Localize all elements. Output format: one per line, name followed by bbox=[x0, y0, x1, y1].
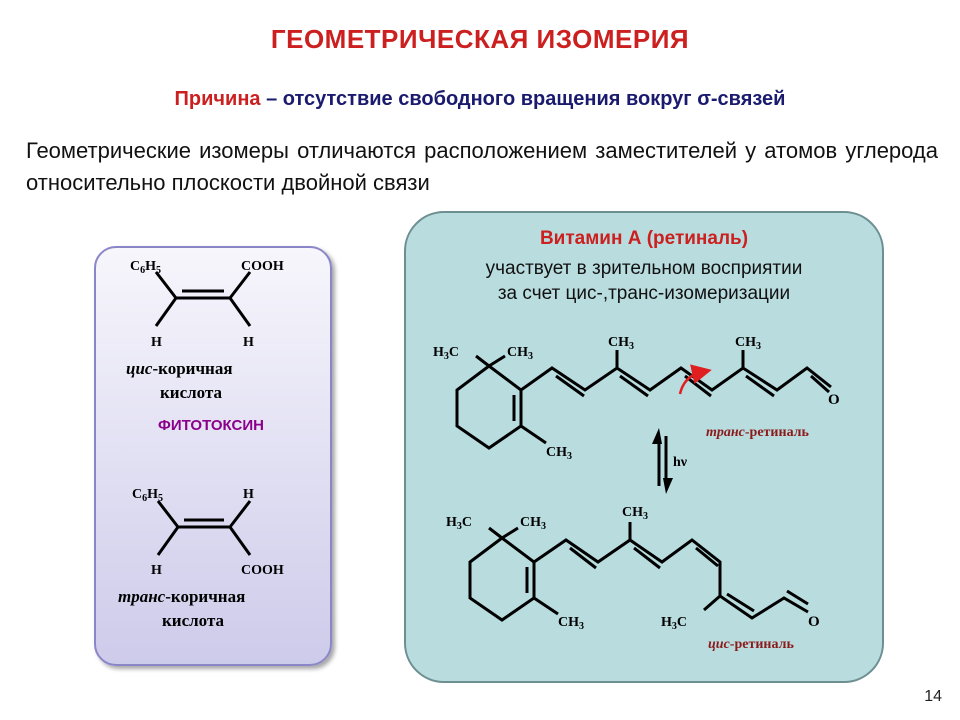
light-label: hν bbox=[673, 455, 688, 470]
arrow-up-icon bbox=[652, 428, 662, 444]
arrow-down-icon bbox=[663, 478, 673, 494]
cis-h3c-label: H3C bbox=[446, 515, 472, 532]
cause-text: – отсутствие свободного вращения вокруг … bbox=[260, 88, 786, 110]
cause-word: Причина bbox=[174, 88, 261, 110]
phytotoxin-label: ФИТОТОКСИН bbox=[158, 417, 264, 434]
trans-cinnamic-acid-name-line2: кислота bbox=[162, 611, 225, 630]
cis-top-left-group: C6H5 bbox=[130, 259, 161, 276]
trans-retinal-label: транс-ретиналь bbox=[706, 425, 810, 440]
vitamin-a-desc-line1: участвует в зрительном восприятии bbox=[485, 258, 803, 279]
trans-ch3-chain2-label: CH3 bbox=[735, 335, 761, 352]
cis-oxygen-label: O bbox=[808, 614, 820, 630]
trans-ch3-chain1-label: CH3 bbox=[608, 335, 634, 352]
trans-h3c-label: H3C bbox=[433, 345, 459, 362]
slide-title: ГЕОМЕТРИЧЕСКАЯ ИЗОМЕРИЯ bbox=[270, 24, 690, 54]
vitamin-a-desc-line2: за счет цис-,транс-изомеризации bbox=[497, 283, 791, 304]
trans-oxygen-label: O bbox=[828, 392, 840, 408]
cis-cinnamic-acid-name-line2: кислота bbox=[160, 383, 223, 402]
cis-cinnamic-acid-structure bbox=[154, 271, 252, 327]
retinal-panel bbox=[404, 211, 884, 683]
cis-retinal-label: цис-ретиналь bbox=[708, 637, 794, 652]
trans-cinnamic-acid-structure bbox=[156, 500, 252, 556]
trans-bottom-left-group: H bbox=[151, 563, 162, 578]
vitamin-a-description: участвует в зрительном восприятии за сче… bbox=[404, 256, 884, 306]
rotation-arrow-icon bbox=[678, 364, 712, 395]
cis-bottom-left-group: H bbox=[151, 335, 162, 350]
trans-top-left-group: C6H5 bbox=[132, 487, 163, 504]
cis-ch3-chain1-label: CH3 bbox=[622, 505, 648, 522]
cinnamic-acid-panel bbox=[94, 246, 332, 666]
cis-bottom-right-group: H bbox=[243, 335, 254, 350]
vitamin-a-title: Витамин А (ретиналь) bbox=[539, 228, 749, 249]
cis-ch3-ring-label: CH3 bbox=[558, 615, 584, 632]
trans-ch3-ring-label: CH3 bbox=[546, 445, 572, 462]
trans-retinal-structure bbox=[455, 350, 832, 450]
trans-cinnamic-acid-name: транс-коричная bbox=[118, 587, 245, 606]
trans-top-right-group: H bbox=[243, 487, 254, 502]
equilibrium-arrows bbox=[657, 436, 668, 486]
page-number: 14 bbox=[924, 688, 942, 705]
cis-h3c-chain-label: H3C bbox=[661, 615, 687, 632]
trans-bottom-right-group: COOH bbox=[241, 563, 284, 578]
intro-text: Геометрические изомеры отличаются распол… bbox=[26, 138, 938, 195]
trans-ch3-gem-label: CH3 bbox=[507, 345, 533, 362]
cis-top-right-group: COOH bbox=[241, 259, 284, 274]
cause-line: Причина – отсутствие свободного вращения… bbox=[0, 88, 960, 111]
cis-ch3-gem-label: CH3 bbox=[520, 515, 546, 532]
cis-retinal-structure bbox=[468, 522, 809, 622]
cis-cinnamic-acid-name: цис-коричная bbox=[126, 359, 233, 378]
